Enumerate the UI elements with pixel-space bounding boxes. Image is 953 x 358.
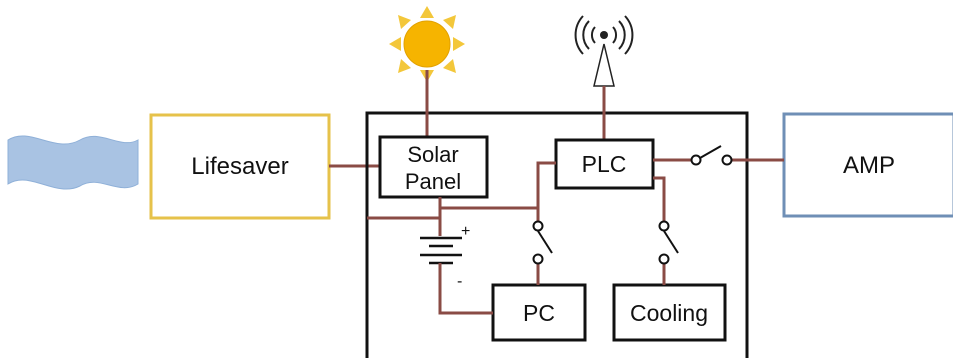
lifesaver-label: Lifesaver <box>191 153 288 180</box>
cooling-block: Cooling <box>612 283 727 342</box>
cooling-label: Cooling <box>630 300 708 326</box>
pc-block: PC <box>491 283 587 342</box>
cooling-switch-icon <box>658 220 679 265</box>
amp-switch-icon <box>690 145 733 166</box>
pc-label: PC <box>523 300 555 326</box>
battery-icon: + - <box>420 223 470 290</box>
battery-plus-label: + <box>461 223 470 240</box>
solar-panel-label-line2: Panel <box>405 169 461 194</box>
water-wave-icon <box>7 135 139 190</box>
internal-wiring <box>367 158 784 315</box>
antenna-tower-icon <box>574 15 634 87</box>
plc-label: PLC <box>582 151 627 177</box>
solar-panel-block: Solar Panel <box>378 135 489 199</box>
amp-block: AMP <box>782 112 953 218</box>
main-enclosure <box>365 111 749 358</box>
amp-label: AMP <box>843 152 895 179</box>
solar-panel-label-line1: Solar <box>407 142 458 167</box>
battery-minus-label: - <box>457 273 462 290</box>
plc-block: PLC <box>554 138 655 190</box>
lifesaver-block: Lifesaver <box>149 113 331 220</box>
sun-icon <box>389 6 465 82</box>
pc-switch-icon <box>532 220 553 265</box>
